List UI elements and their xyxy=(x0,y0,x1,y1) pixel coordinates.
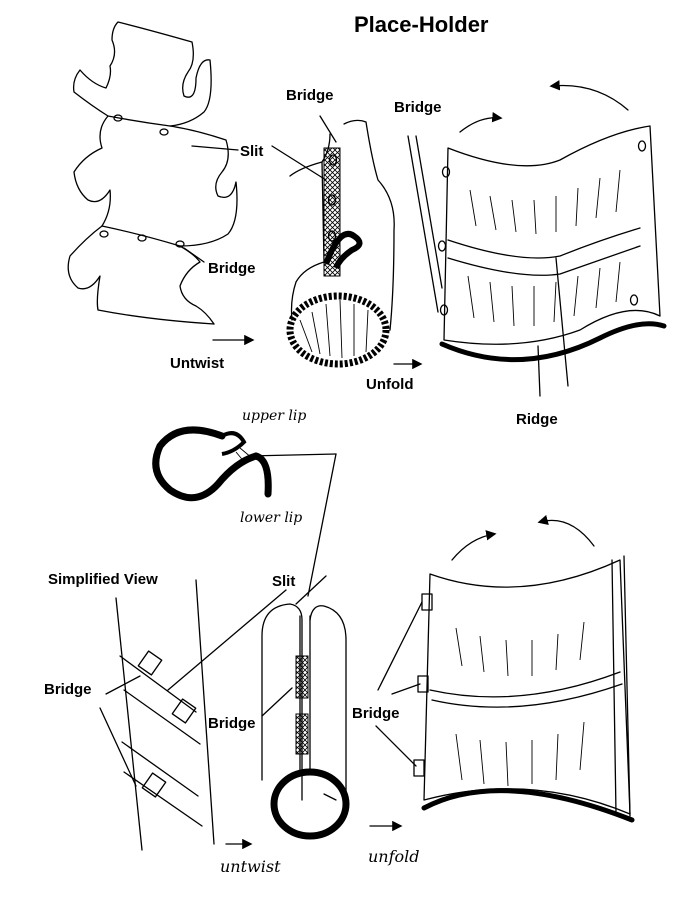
bridge-label-simplified-tube: Bridge xyxy=(208,715,256,732)
ridge-label: Ridge xyxy=(516,411,558,428)
lip-cross-section-drawing xyxy=(152,426,337,597)
simplified-view-label: Simplified View xyxy=(48,571,158,588)
diagram-title: Place-Holder xyxy=(354,12,489,37)
slit-label-bottom: Slit xyxy=(272,573,295,590)
unfolded-sheet-drawing xyxy=(393,80,667,397)
simplified-unfolded-sheet-drawing xyxy=(369,514,635,832)
untwist-label: Untwist xyxy=(170,355,224,372)
bridge-label-simplified: Bridge xyxy=(44,681,92,698)
simplified-view-drawing xyxy=(99,579,287,851)
slit-label-top: Slit xyxy=(240,143,263,160)
unfold-label: Unfold xyxy=(366,376,413,393)
upper-lip-label: upper lip xyxy=(242,408,306,424)
bridge-label-tube: Bridge xyxy=(286,87,334,104)
untwist-handwritten-label: untwist xyxy=(220,857,281,876)
simplified-tube-drawing xyxy=(261,575,350,840)
lower-lip-label: lower lip xyxy=(240,510,302,526)
bridge-label-top-left: Bridge xyxy=(208,260,256,277)
bridge-label-simplified-sheet: Bridge xyxy=(352,705,400,722)
unfold-handwritten-label: unfold xyxy=(368,847,420,866)
rolled-tube-drawing xyxy=(271,115,395,368)
bridge-label-sheet: Bridge xyxy=(394,99,442,116)
twisted-strip-drawing xyxy=(67,21,255,346)
